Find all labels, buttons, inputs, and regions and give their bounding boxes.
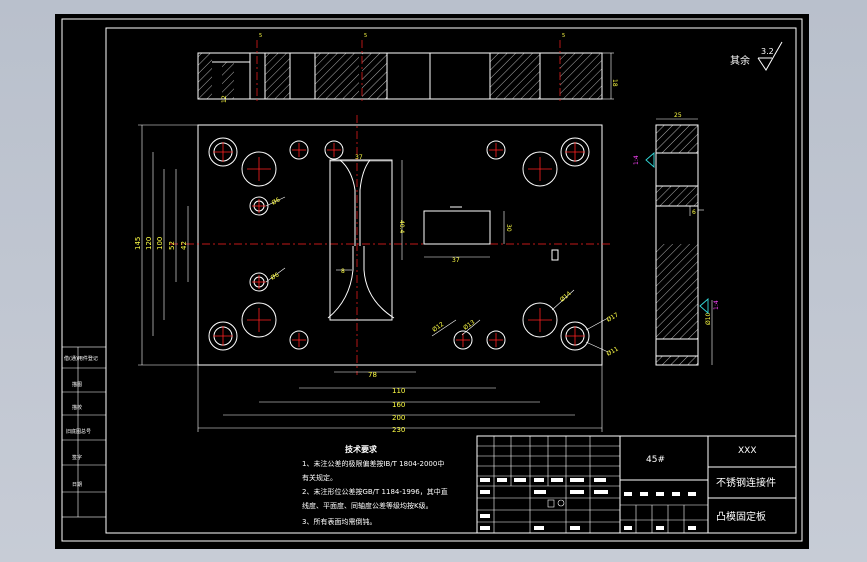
v-dim-3: 52 [168,241,176,250]
h-dim-3: 200 [392,414,405,422]
part-name: 不锈钢连接件 [716,476,776,489]
left-label-2: 描校 [72,404,82,411]
roughness-label: 其余 [730,54,750,67]
roughness-symbol: 其余 3.2 [730,41,783,71]
left-label-4: 签字 [72,454,82,461]
h-dim-0: 78 [368,371,377,379]
tech-requirements: 技术要求 1、未注公差的极限偏差按IB/T 1804-2000中 有关规定。 2… [302,444,448,526]
tech-title: 技术要求 [345,444,378,454]
h-dim-4: 230 [392,426,405,434]
roughness-value: 3.2 [761,47,774,56]
h-dim-1: 110 [392,387,405,395]
top-mark-1: 5 [364,33,367,39]
tech-line-4: 3、所有表面均需倒钝。 [302,517,376,526]
left-label-5: 日期 [72,482,82,488]
v-dim-4: 42 [180,241,188,250]
tech-line-1: 有关规定。 [302,473,337,482]
tech-line-0: 1、未注公差的极限偏差按IB/T 1804-2000中 [302,459,444,468]
left-label-strip: 借(通)用件登记 描图 描校 旧底图总号 签字 日期 [61,346,107,518]
v-dim-2: 100 [156,237,164,250]
left-label-3: 旧底图总号 [66,428,91,435]
v-dim-0: 145 [134,237,142,250]
tech-line-2: 2、未注形位公差按GB/T 1184-1996，其中直 [302,487,448,496]
top-bottom-dim: 12 [221,95,228,103]
top-mark-0: 5 [259,33,262,39]
title-block: 45# XXX 不锈钢连接件 凸模固定板 [476,435,797,534]
left-label-1: 描图 [72,381,82,388]
h-dim-2: 160 [392,401,405,409]
side-section-view: 25 6 Ø10 1:4 1:4 [633,112,720,366]
top-width-dim: 37 [355,154,363,161]
web-dim: 8 [341,268,345,275]
drawing-name: 凸模固定板 [716,510,766,523]
v-dim-1: 120 [145,237,153,250]
side-width-dim: 25 [674,112,682,119]
top-height-dim: 18 [611,79,618,87]
rect-width-dim: 37 [452,257,460,264]
tech-line-3: 线度、平面度、同轴度公差等级均按K级。 [302,501,433,510]
slot-height-dim: 40.4 [398,220,405,234]
material: 45# [646,455,665,465]
hole-label-0: Ø6 [271,196,282,206]
front-view: 78 110 160 200 230 145 120 100 52 42 37 … [134,115,620,434]
side-section-top: 1:4 [633,155,640,165]
top-mark-2: 5 [562,33,565,39]
side-lower-dim: Ø10 [705,312,712,325]
side-mid-dim: 6 [692,209,696,216]
company: XXX [738,446,757,456]
hole-label-1: Ø6 [270,271,281,281]
top-section-view: 18 12 5 5 5 [197,33,618,104]
side-section-bottom: 1:4 [713,300,720,310]
drawing-border [105,27,797,534]
left-label-0: 借(通)用件登记 [64,355,98,362]
sheet-frame [61,18,803,542]
rect-height-dim: 30 [505,224,512,232]
